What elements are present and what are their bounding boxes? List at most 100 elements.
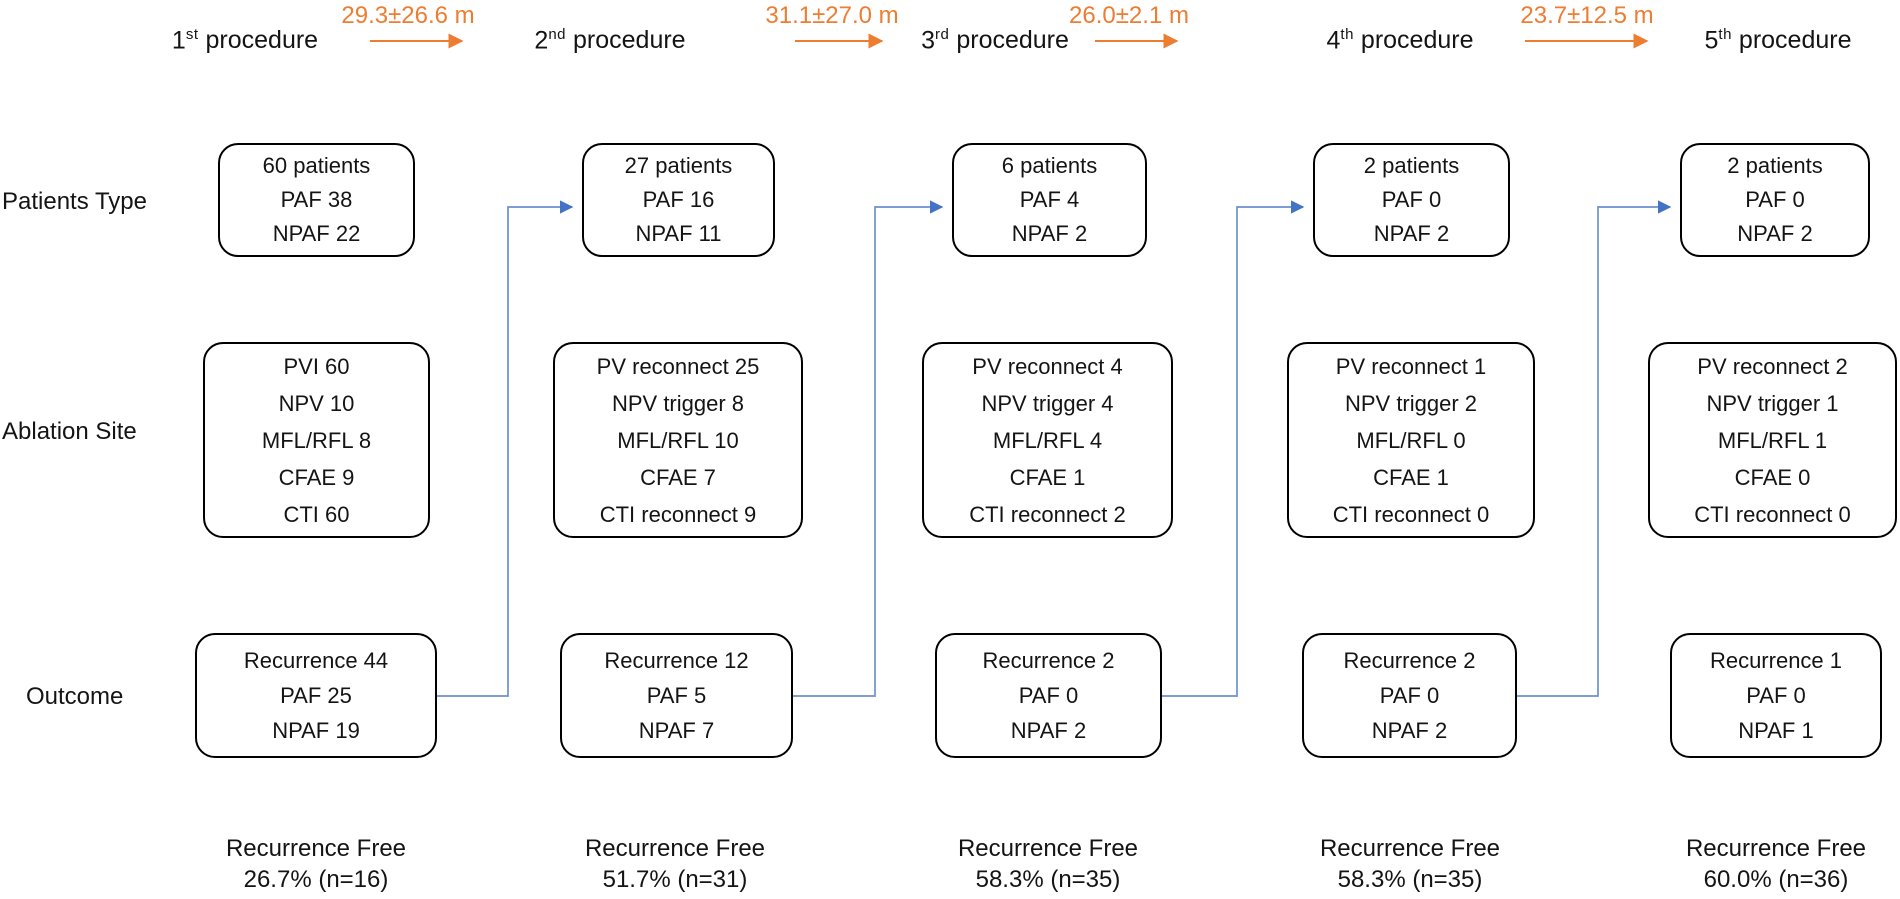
recurrence-free-caption-3: Recurrence Free 58.3% (n=35) [908,833,1188,895]
box-line: NPAF 2 [1011,221,1088,246]
recurrence-free-caption-4: Recurrence Free 58.3% (n=35) [1270,833,1550,895]
box-line: CTI reconnect 0 [1332,501,1490,527]
box-line: PAF 0 [1745,187,1805,212]
box-line: PV reconnect 2 [1697,353,1848,379]
procedure-word: procedure [1360,26,1474,55]
box-line: Recurrence 2 [982,648,1115,673]
patients-box-4: 2 patients PAF 0 NPAF 2 [1313,143,1510,257]
outcome-box-4: Recurrence 2 PAF 0 NPAF 2 [1302,633,1517,758]
flow-connector-arrow-1 [437,200,574,697]
outcome-box-5: Recurrence 1 PAF 0 NPAF 1 [1670,633,1882,758]
recurrence-free-value: 26.7% (n=16) [243,866,389,893]
procedure-ordinal-suffix: rd [934,26,950,43]
recurrence-free-label: Recurrence Free [957,835,1139,862]
recurrence-free-caption-2: Recurrence Free 51.7% (n=31) [535,833,815,895]
box-line: PAF 5 [646,683,707,708]
box-line: NPV trigger 1 [1706,390,1839,416]
procedure-word: procedure [1738,26,1852,55]
box-line: CFAE 0 [1734,464,1811,490]
procedure-label-4: 4th procedure [1327,26,1474,55]
recurrence-free-value: 58.3% (n=35) [1337,866,1483,893]
box-line: NPAF 22 [272,221,361,246]
patients-box-5: 2 patients PAF 0 NPAF 2 [1680,143,1870,257]
box-line: PV reconnect 25 [596,353,760,379]
box-line: MFL/RFL 0 [1356,427,1466,453]
box-line: NPV 10 [278,390,355,416]
box-line: Recurrence 44 [243,648,389,673]
box-line: PV reconnect 4 [972,353,1123,379]
flow-connector-arrow-3 [1162,200,1305,697]
interval-label-1: 29.3±26.6 m [341,2,475,29]
box-line: CTI reconnect 2 [969,501,1126,527]
recurrence-free-label: Recurrence Free [584,835,766,862]
box-line: CFAE 7 [640,464,716,490]
box-line: NPAF 2 [1010,718,1087,743]
procedure-ordinal-suffix: st [185,26,199,43]
row-label-ablation-site: Ablation Site [2,418,137,445]
box-line: NPAF 2 [1371,718,1448,743]
box-line: PAF 0 [1381,187,1442,212]
recurrence-free-label: Recurrence Free [225,835,407,862]
box-line: PAF 4 [1019,187,1080,212]
procedure-word: procedure [956,26,1069,55]
procedure-label-2: 2nd procedure [534,26,685,55]
recurrence-free-value: 58.3% (n=35) [975,866,1121,893]
procedure-ordinal: 4 [1326,26,1341,55]
box-line: MFL/RFL 8 [261,427,372,453]
box-line: 2 patients [1727,153,1823,178]
box-line: PAF 0 [1018,683,1079,708]
flow-connector-arrow-2 [793,200,944,697]
recurrence-free-caption-1: Recurrence Free 26.7% (n=16) [176,833,456,895]
recurrence-free-label: Recurrence Free [1685,835,1867,862]
outcome-box-3: Recurrence 2 PAF 0 NPAF 2 [935,633,1162,758]
box-line: MFL/RFL 1 [1717,427,1828,453]
procedure-ordinal-suffix: nd [548,26,567,43]
box-line: CFAE 1 [1373,464,1449,490]
box-line: 2 patients [1363,153,1460,178]
flow-connector-arrow-4 [1517,200,1672,697]
box-line: PAF 38 [280,187,353,212]
box-line: MFL/RFL 10 [617,427,739,453]
box-line: NPAF 7 [638,718,715,743]
recurrence-free-label: Recurrence Free [1319,835,1501,862]
box-line: NPAF 19 [272,718,360,743]
box-line: PVI 60 [283,353,350,379]
interval-label-2: 31.1±27.0 m [765,2,899,29]
procedure-label-3: 3rd procedure [921,26,1069,55]
ablation-box-4: PV reconnect 1 NPV trigger 2 MFL/RFL 0 C… [1287,342,1535,538]
box-line: PAF 0 [1379,683,1440,708]
procedure-ordinal-suffix: th [1340,26,1354,43]
box-line: NPV trigger 8 [611,390,745,416]
box-line: Recurrence 12 [604,648,749,673]
ablation-box-1: PVI 60 NPV 10 MFL/RFL 8 CFAE 9 CTI 60 [203,342,430,538]
box-line: PAF 25 [280,683,352,708]
box-line: 6 patients [1001,153,1098,178]
box-line: CTI 60 [283,501,350,527]
procedure-ordinal: 3 [921,26,935,55]
row-label-outcome: Outcome [26,683,124,710]
box-line: NPV trigger 2 [1344,390,1478,416]
box-line: NPAF 2 [1737,221,1813,246]
patients-box-3: 6 patients PAF 4 NPAF 2 [952,143,1147,257]
row-label-patients-type: Patients Type [2,188,147,215]
box-line: PAF 16 [642,187,715,212]
ablation-box-3: PV reconnect 4 NPV trigger 4 MFL/RFL 4 C… [922,342,1173,538]
procedure-word: procedure [573,26,686,55]
box-line: NPAF 2 [1373,221,1450,246]
procedure-ordinal: 1 [171,26,186,55]
procedure-ordinal-suffix: th [1718,26,1732,43]
box-line: CTI reconnect 0 [1694,501,1851,527]
ablation-box-5: PV reconnect 2 NPV trigger 1 MFL/RFL 1 C… [1648,342,1897,538]
box-line: MFL/RFL 4 [992,427,1103,453]
box-line: CTI reconnect 9 [599,501,757,527]
outcome-box-2: Recurrence 12 PAF 5 NPAF 7 [560,633,793,758]
box-line: CFAE 1 [1009,464,1086,490]
box-line: PAF 0 [1746,683,1806,708]
box-line: 60 patients [262,153,371,178]
procedure-ordinal: 2 [534,26,549,55]
box-line: Recurrence 1 [1709,648,1843,673]
box-line: Recurrence 2 [1343,648,1476,673]
